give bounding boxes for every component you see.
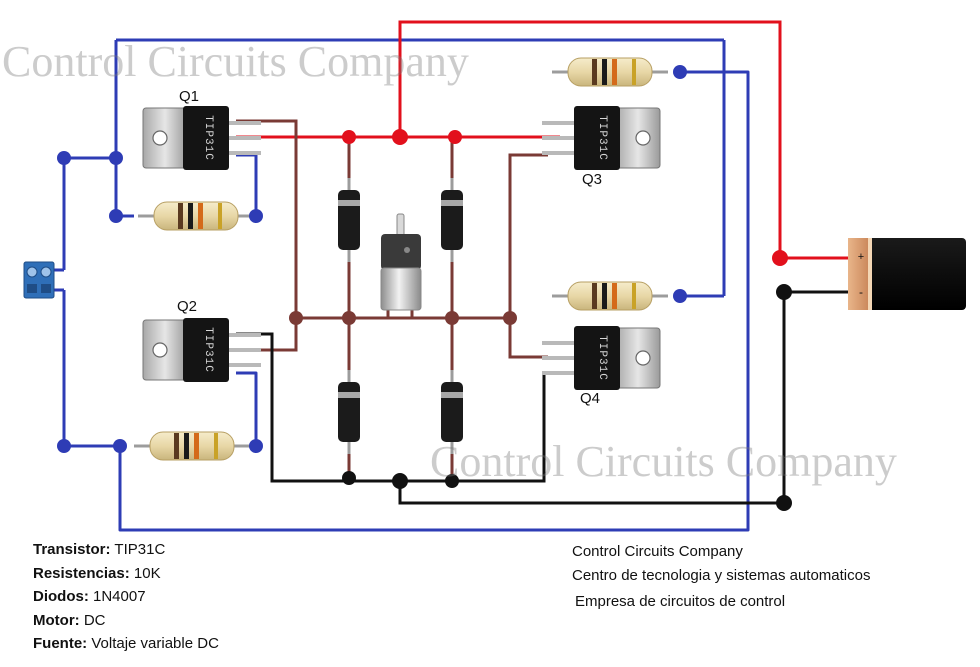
spec-diodes: Diodos: 1N4007 <box>33 588 146 605</box>
junctions-blue <box>57 65 687 453</box>
resistor-q2 <box>132 430 252 462</box>
diode-bottom-left <box>336 368 362 456</box>
watermark-bottom: Control Circuits Company <box>430 437 897 486</box>
battery-9v <box>848 238 966 310</box>
junctions-black <box>342 284 792 511</box>
component-specs: Transistor: TIP31C Resistencias: 10K Dio… <box>33 538 219 656</box>
battery-negative-terminal: - <box>859 285 863 299</box>
junctions-red <box>342 129 788 266</box>
label-q3: Q3 <box>582 171 603 188</box>
company-description: Empresa de circuitos de control <box>575 593 786 610</box>
spec-motor: Motor: DC <box>33 611 106 629</box>
resistor-q4 <box>550 280 670 312</box>
transistor-q2-marking: TIP31C <box>202 327 214 373</box>
transistor-q1 <box>142 105 262 171</box>
battery-positive-terminal: + <box>858 251 864 263</box>
terminal-block <box>23 261 55 299</box>
spec-power-source: Fuente: Voltaje variable DC <box>33 635 219 652</box>
spec-transistor: Transistor: TIP31C <box>33 541 166 558</box>
label-q2: Q2 <box>177 298 198 315</box>
label-q1: Q1 <box>179 88 200 105</box>
diode-top-right <box>439 176 465 264</box>
transistor-q3-marking: TIP31C <box>596 115 608 161</box>
spec-resistors: Resistencias: 10K <box>33 564 161 582</box>
transistor-q1-marking: TIP31C <box>202 115 214 161</box>
company-name: Control Circuits Company <box>572 543 743 560</box>
transistor-q4-marking: TIP31C <box>596 335 608 381</box>
junctions-brown <box>289 311 517 325</box>
diode-top-left <box>336 176 362 264</box>
company-tagline: Centro de tecnologia y sistemas automati… <box>572 567 871 584</box>
resistor-q1 <box>136 200 256 232</box>
resistor-q3 <box>550 56 670 88</box>
company-info: Control Circuits Company Centro de tecno… <box>572 540 870 614</box>
dc-motor <box>380 213 422 311</box>
label-q4: Q4 <box>580 390 601 407</box>
watermark-top: Control Circuits Company <box>2 37 469 86</box>
